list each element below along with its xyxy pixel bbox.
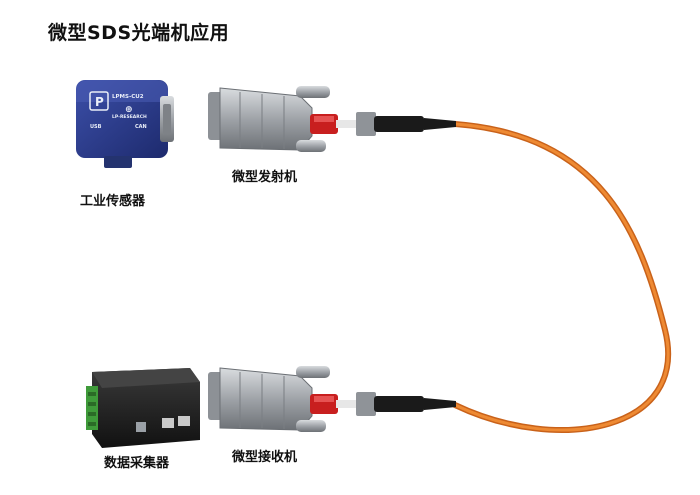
axis-icon: ⊕ [125, 105, 133, 115]
micro-transmitter-device [208, 86, 456, 152]
industrial-sensor-device: P LPMS-CU2 ⊕ USB CAN LP-RESEARCH [76, 80, 174, 168]
transmitter-label: 微型发射机 [232, 166, 297, 185]
receiver-label: 微型接收机 [232, 446, 297, 465]
sensor-usb-text: USB [90, 124, 102, 130]
sensor-label: 工业传感器 [80, 190, 145, 209]
fiber-optic-cable [455, 124, 668, 430]
micro-receiver-device [208, 366, 456, 432]
data-collector-device [86, 368, 200, 448]
sensor-can-text: CAN [135, 124, 147, 130]
collector-label: 数据采集器 [104, 452, 169, 471]
sensor-model-text: LPMS-CU2 [112, 94, 144, 100]
sensor-logo-icon: P [95, 95, 104, 109]
sensor-brand-text: LP-RESEARCH [112, 114, 147, 120]
